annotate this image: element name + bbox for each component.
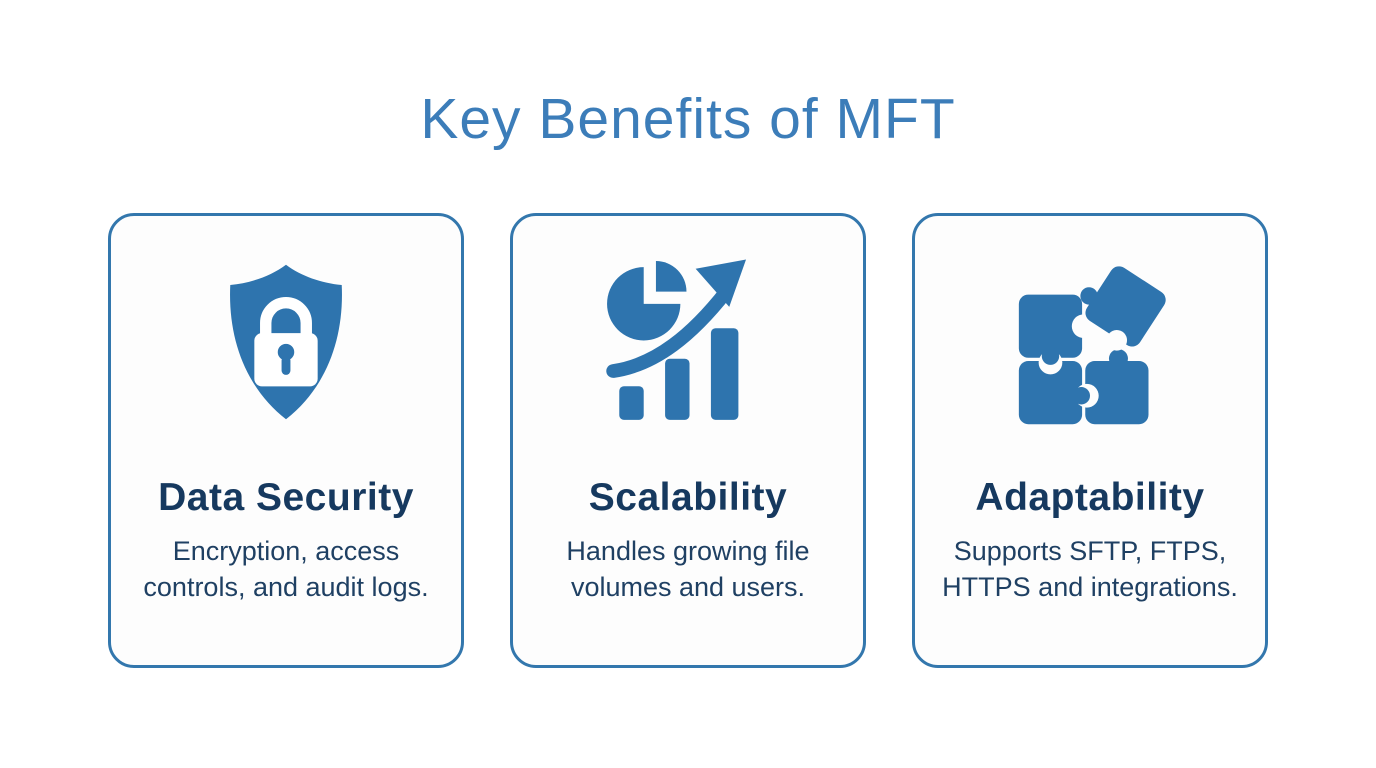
benefit-card-scalability: Scalability Handles growing file volumes… xyxy=(510,213,866,668)
growth-chart-icon xyxy=(604,256,772,428)
puzzle-pieces-icon xyxy=(1007,256,1173,428)
card-description: Encryption, access controls, and audit l… xyxy=(143,536,429,602)
benefit-card-adaptability: Adaptability Supports SFTP, FTPS, HTTPS … xyxy=(912,213,1268,668)
page-title: Key Benefits of MFT xyxy=(420,87,956,151)
card-title: Scalability xyxy=(588,476,788,519)
benefit-cards-row: Data Security Encryption, access control… xyxy=(0,213,1376,668)
benefit-card-data-security: Data Security Encryption, access control… xyxy=(108,213,464,668)
card-title: Data Security xyxy=(158,476,414,519)
shield-lock-icon xyxy=(210,256,362,428)
card-title: Adaptability xyxy=(975,476,1205,519)
card-description: Supports SFTP, FTPS, HTTPS and integrati… xyxy=(942,536,1238,602)
card-description: Handles growing file volumes and users. xyxy=(566,536,810,602)
